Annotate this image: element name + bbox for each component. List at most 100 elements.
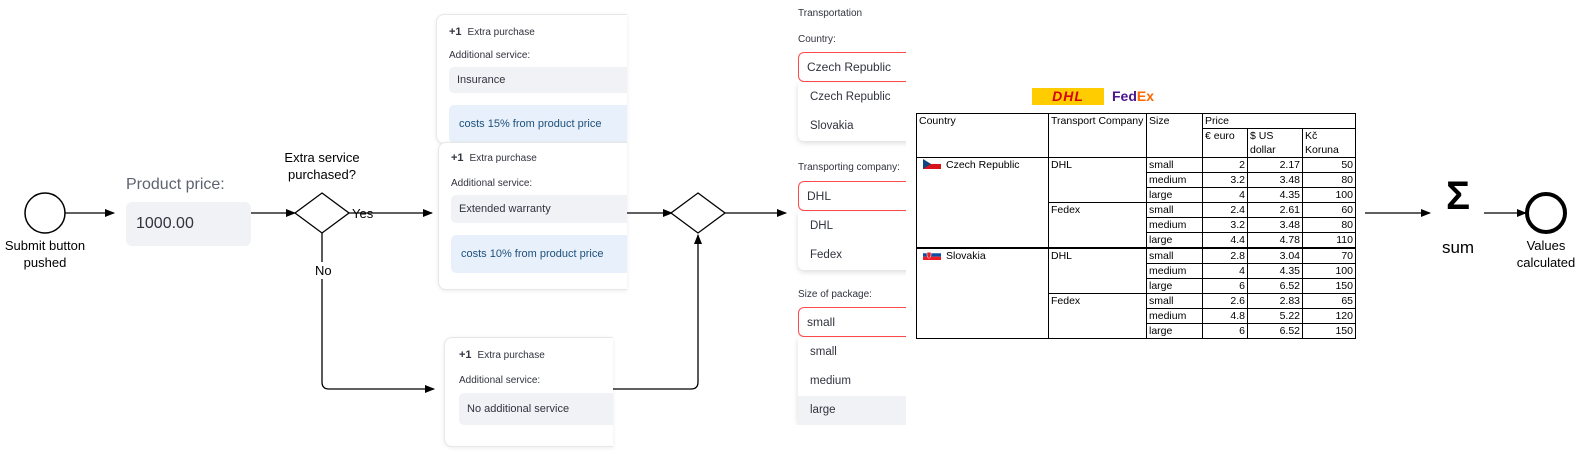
czk-cell: 100 (1302, 187, 1356, 203)
merge-gateway (669, 192, 727, 234)
euro-cell: 4.4 (1202, 232, 1248, 249)
exclusive-gateway (293, 192, 351, 234)
additional-service-label: Additional service: (451, 178, 533, 189)
price-table: Country Transport Company Size Price € e… (916, 113, 1356, 339)
usd-cell: 2.17 (1247, 157, 1303, 173)
size-option[interactable]: medium (810, 375, 851, 387)
size-option[interactable]: large (798, 396, 906, 425)
company-cell: Fedex (1048, 202, 1147, 249)
fedex-logo: FedEx (1112, 88, 1155, 104)
product-price-input[interactable]: 1000.00 (126, 202, 251, 246)
header-company: Transport Company (1048, 113, 1147, 158)
no-label: No (315, 262, 332, 279)
cz-flag-icon (919, 159, 946, 171)
size-cell: small (1146, 202, 1203, 218)
header-country: Country (916, 113, 1049, 158)
size-cell: medium (1146, 308, 1203, 324)
country-dropdown: Czech Republic Slovakia (798, 83, 906, 141)
company-select[interactable]: DHL (798, 181, 906, 211)
size-cell: large (1146, 323, 1203, 339)
cost-info-note: costs 10% from product price (451, 235, 627, 273)
country-cell: Czech Republic (916, 157, 1049, 249)
czk-cell: 80 (1302, 217, 1356, 233)
gateway-question: Extra service purchased? (284, 150, 360, 182)
country-name: Czech Republic (946, 159, 1020, 171)
end-event (1525, 192, 1567, 234)
euro-cell: 6 (1202, 323, 1248, 339)
czk-cell: 50 (1302, 157, 1356, 173)
size-cell: small (1146, 247, 1203, 264)
additional-service-label: Additional service: (459, 375, 541, 386)
company-label: Transporting company: (798, 162, 900, 173)
flow-no (321, 277, 435, 393)
euro-cell: 2.6 (1202, 293, 1248, 309)
size-cell: small (1146, 293, 1203, 309)
euro-cell: 3.2 (1202, 172, 1248, 188)
euro-cell: 2.4 (1202, 202, 1248, 218)
usd-cell: 6.52 (1247, 278, 1303, 294)
country-cell: Slovakia (916, 247, 1049, 339)
czk-cell: 70 (1302, 247, 1356, 264)
flow-no-to-merge (612, 234, 702, 390)
shipping-price-table: Country Transport Company Size Price € e… (916, 113, 1356, 339)
country-option[interactable]: Slovakia (810, 120, 854, 132)
additional-service-select[interactable]: Insurance (449, 67, 627, 93)
country-option[interactable]: Czech Republic (810, 91, 891, 103)
size-select[interactable]: small (798, 307, 906, 337)
size-cell: large (1146, 187, 1203, 203)
size-cell: medium (1146, 172, 1203, 188)
euro-cell: 6 (1202, 278, 1248, 294)
header-euro: € euro (1202, 128, 1248, 158)
usd-cell: 4.78 (1247, 232, 1303, 249)
usd-cell: 3.04 (1247, 247, 1303, 264)
czk-cell: 65 (1302, 293, 1356, 309)
company-dropdown: DHL Fedex (798, 212, 906, 270)
usd-cell: 4.35 (1247, 263, 1303, 279)
usd-cell: 2.61 (1247, 202, 1303, 218)
dhl-logo-text: DHL (1052, 88, 1084, 104)
size-dropdown: small medium large (798, 338, 906, 425)
size-cell: medium (1146, 263, 1203, 279)
cost-info-note: costs 15% from product price (449, 105, 627, 143)
euro-cell: 4 (1202, 187, 1248, 203)
usd-cell: 3.48 (1247, 172, 1303, 188)
end-event-label: Values calculated (1516, 238, 1576, 270)
usd-cell: 5.22 (1247, 308, 1303, 324)
country-select[interactable]: Czech Republic (798, 52, 906, 82)
company-option[interactable]: DHL (810, 220, 834, 232)
header-usd: $ US dollar (1247, 128, 1303, 158)
additional-service-select[interactable]: No additional service (459, 393, 613, 425)
transportation-panel: Transportation Country: Czech Republic C… (792, 0, 906, 425)
euro-cell: 4.8 (1202, 308, 1248, 324)
czk-cell: 150 (1302, 278, 1356, 294)
usd-cell: 6.52 (1247, 323, 1303, 339)
country-name: Slovakia (946, 250, 986, 262)
size-cell: small (1146, 157, 1203, 173)
size-option[interactable]: small (810, 346, 837, 358)
header-size: Size (1146, 113, 1203, 158)
company-option[interactable]: Fedex (810, 249, 842, 261)
size-cell: medium (1146, 217, 1203, 233)
usd-cell: 3.48 (1247, 217, 1303, 233)
yes-label: Yes (352, 206, 374, 221)
czk-cell: 110 (1302, 232, 1356, 249)
czk-cell: 100 (1302, 263, 1356, 279)
product-price-title: Product price: (126, 176, 225, 193)
start-event-label: Submit button pushed (4, 238, 86, 270)
dhl-logo: DHL (1032, 88, 1104, 105)
additional-service-select[interactable]: Extended warranty (451, 195, 627, 223)
header-price: Price (1202, 113, 1356, 129)
